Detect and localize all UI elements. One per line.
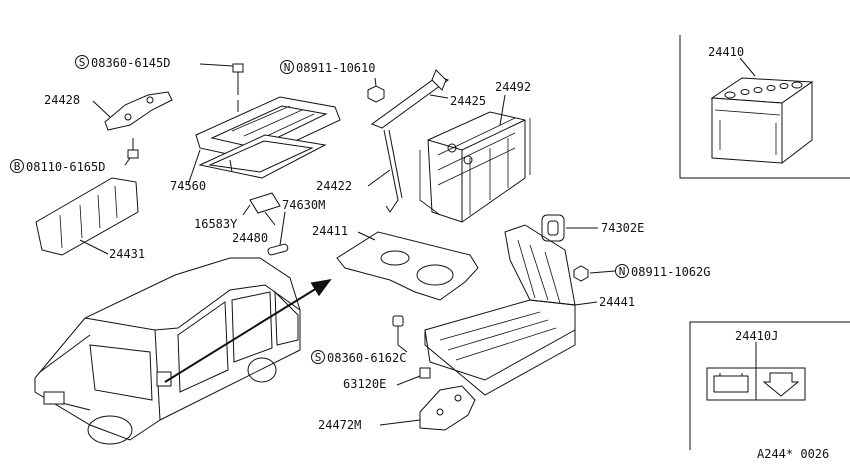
van-drawing [34,257,301,445]
part-24472m-bracket [419,385,476,431]
part-74302e-grommet [541,214,565,242]
part-label: 08360-6145D [91,56,170,70]
s-prefix-label: S [315,351,322,364]
part-label: 08911-10610 [296,61,375,75]
part-label: 24431 [109,247,145,261]
part-08360-6162c-screw [392,315,404,345]
b-prefix-label: B [14,160,21,173]
part-label: 08110-6165D [26,160,105,174]
part-24492-cage [419,111,531,223]
part-24422-rod [383,129,403,213]
inset-box-battery [679,35,850,179]
part-label: 24410J [735,329,778,343]
part-label: 24492 [495,80,531,94]
part-label: 08911-1062G [631,265,710,279]
part-08911-1062g-nut [573,265,589,282]
part-label: 24472M [318,418,361,432]
b-circle-icon [10,159,24,173]
part-label: 24425 [450,94,486,108]
part-74630m-clip [267,243,289,256]
part-label: 24428 [44,93,80,107]
part-label: 74560 [170,179,206,193]
location-arrow [164,278,332,383]
part-label: 16583Y [194,217,238,231]
part-08360-6145d-screw [232,63,244,112]
part-label: 24410 [708,45,744,59]
s-prefix-label: S [79,56,86,69]
part-74560-frame [195,96,341,179]
n-prefix-label: N [619,265,626,278]
part-label: 63120E [343,377,386,391]
inset-box-label [689,321,850,450]
part-label: 24411 [312,224,348,238]
diagram-code: A244* 0026 [757,447,829,461]
n-circle-icon [615,264,629,278]
part-label: 24422 [316,179,352,193]
s-circle-icon [311,350,325,364]
n-circle-icon [280,60,294,74]
label-24410j-drawing [706,367,806,401]
part-24428-bracket [104,91,173,131]
battery-24410-drawing [710,77,814,165]
part-63120e-clip [419,367,431,379]
part-label: 24441 [599,295,635,309]
part-08110-bolt [127,138,139,159]
part-24425-bar [370,69,450,129]
part-24441-tray [424,224,576,396]
part-08911-10610-nut [367,85,385,103]
part-24411-plate [336,231,479,301]
part-label: 74302E [601,221,644,235]
s-circle-icon [75,55,89,69]
part-label: 08360-6162C [327,351,406,365]
n-prefix-label: N [284,61,291,74]
part-label: 74630M [282,198,325,212]
part-label: 24480 [232,231,268,245]
part-24431-cover [35,177,139,256]
part-24480-pad [249,192,281,214]
